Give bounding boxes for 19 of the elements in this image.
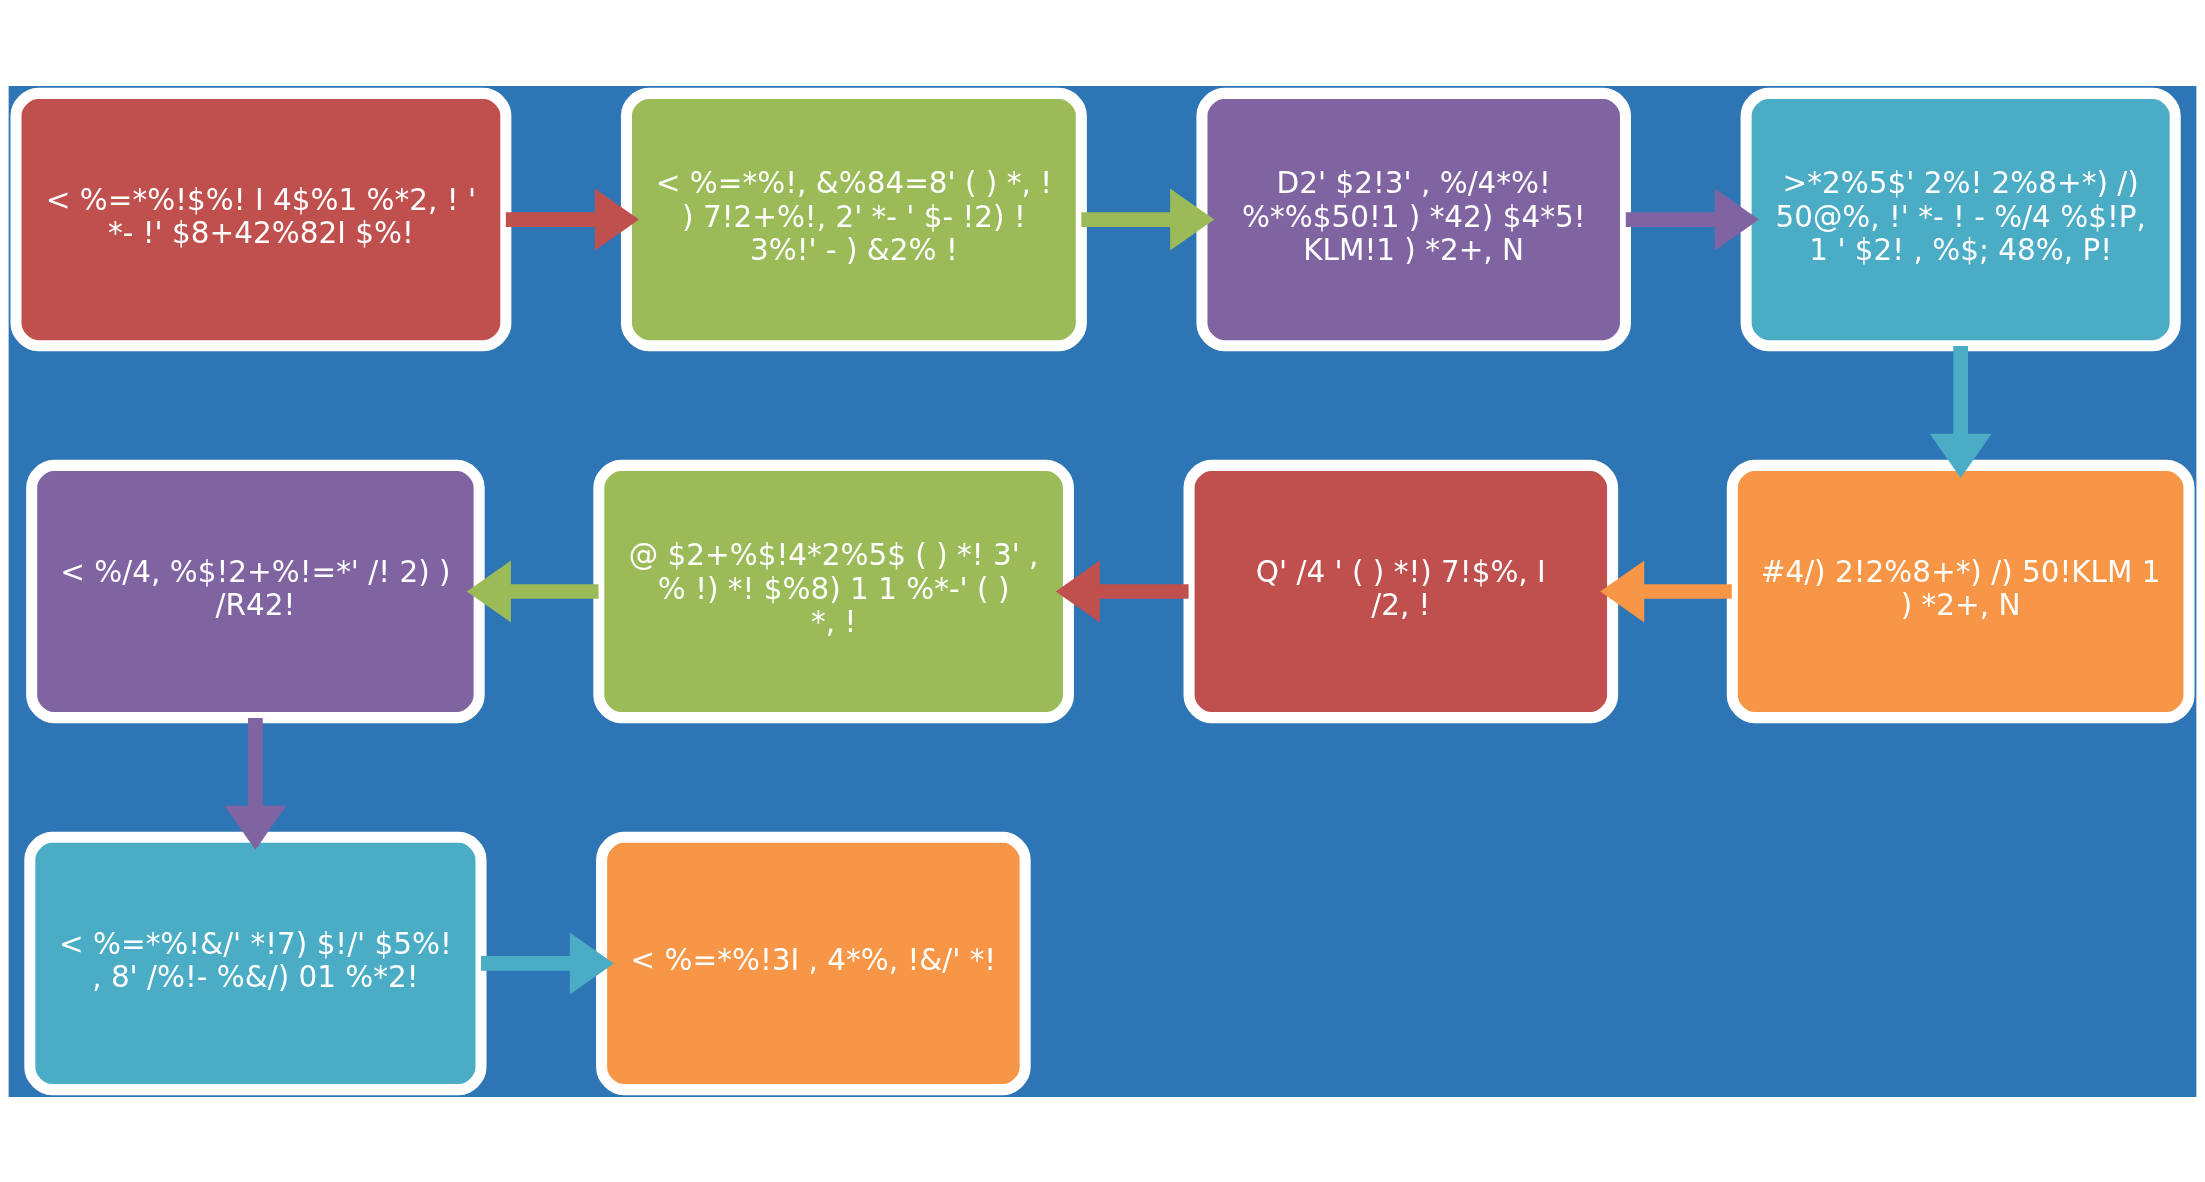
node-box: < %=*%!3I , 4*%, !&/' *! [596, 831, 1031, 1095]
node-box: Q' /4 ' ( ) *!) 7!$%, I /2, ! [1183, 459, 1619, 723]
arrow [224, 717, 287, 850]
arrow [1081, 188, 1215, 250]
node-box: @ $2+%$!4*2%5$ ( ) *! 3' , % !) *! $%8) 1 1 %*-' ( ) *, ! [593, 459, 1074, 723]
arrow [1600, 560, 1732, 622]
node-box: D2' $2!3' , %/4*%! %*%$50!1 ) *42) $4*5! KLM!1 ) *2+, N [1196, 87, 1631, 351]
node-box: >*2%5$' 2%! 2%8+*) /) 50@%, !' *- ! - %/4 %$!P, 1 ' $2! , %$; 48%, P! [1740, 87, 2181, 351]
arrow [466, 560, 599, 622]
arrow [481, 932, 614, 994]
arrow [1055, 560, 1189, 622]
node-box: < %/4, %$!2+%!=*' /! 2) ) /R42! [26, 459, 485, 723]
node-box: < %=*%!&/' *!7) $!/' $5%! , 8' /%!- %&/) 01 %*2! [24, 831, 487, 1095]
arrow [1625, 188, 1759, 250]
arrow [505, 188, 640, 250]
node-box: #4/) 2!2%8+*) /) 50!KLM 1 ) *2+, N [1726, 459, 2195, 723]
node-box: < %=*%!, &%84=8' ( ) *, ! ) 7!2+%!, 2' *- ' $- !2) ! 3%!' - ) &2% ! [620, 87, 1087, 351]
arrow [1929, 345, 1992, 478]
node-box: < %=*%!$%! I 4$%1 %*2, ! ' *- !' $8+42%82I $%! [10, 87, 512, 351]
